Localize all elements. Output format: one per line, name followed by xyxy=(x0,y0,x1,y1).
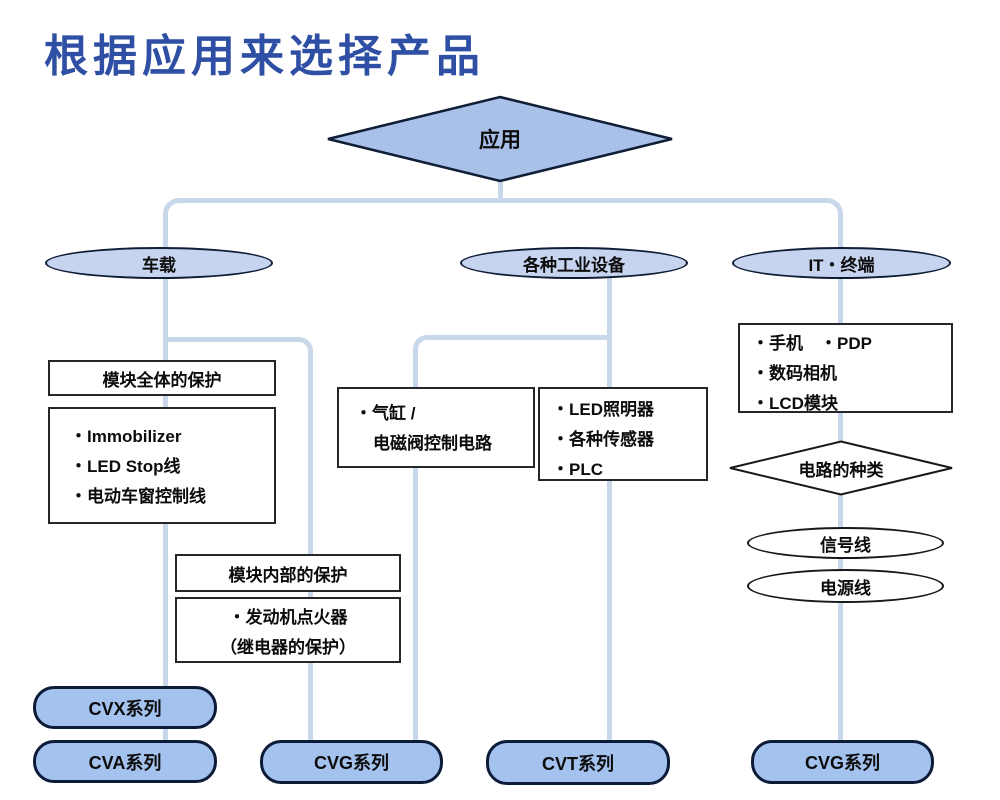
list-item: ・LCD模块 xyxy=(752,394,838,413)
list-item: ・电动车窗控制线 xyxy=(70,487,206,506)
list-item: ・手机 ・PDP xyxy=(752,334,872,353)
list-item: ・发动机点火器 xyxy=(228,608,348,627)
node-cvt-series-label: CVT系列 xyxy=(542,753,614,774)
node-cvg-series-left-label: CVG系列 xyxy=(313,753,389,773)
list-item: ・数码相机 xyxy=(752,364,837,383)
node-circuit-type-label: 电路的种类 xyxy=(798,460,884,480)
node-circuit-type-diamond: 电路的种类 xyxy=(728,440,954,496)
node-it-terminal-ellipse: IT・终端 xyxy=(732,247,951,279)
list-item: ・LED Stop线 xyxy=(70,457,181,476)
node-vehicle-label: 车载 xyxy=(142,255,176,275)
box-it-devices: ・手机 ・PDP ・数码相机 ・LCD模块 xyxy=(738,323,953,413)
box-module-internal-protection: 模块内部的保护 xyxy=(175,554,401,592)
box-module-internal-protection-label: 模块内部的保护 xyxy=(228,565,348,585)
node-cvx-series-label: CVX系列 xyxy=(88,698,162,719)
node-industrial-ellipse: 各种工业设备 xyxy=(460,247,688,279)
node-cva-series: CVA系列 xyxy=(33,740,217,783)
box-module-overall-protection: 模块全体的保护 xyxy=(48,360,276,396)
node-signal-line-label: 信号线 xyxy=(820,535,871,555)
node-it-terminal-label: IT・终端 xyxy=(808,255,875,275)
box-industrial-devices: ・LED照明器 ・各种传感器 ・PLC xyxy=(538,387,708,481)
connector-industrial-vertical-line xyxy=(607,277,612,744)
node-signal-line-ellipse: 信号线 xyxy=(747,527,944,559)
list-item: 电磁阀控制电路 xyxy=(373,434,492,453)
node-cvt-series: CVT系列 xyxy=(486,740,670,785)
node-power-line-label: 电源线 xyxy=(820,578,871,598)
node-cva-series-label: CVA系列 xyxy=(88,752,162,773)
page-title: 根据应用来选择产品 xyxy=(44,32,485,81)
node-industrial-label: 各种工业设备 xyxy=(523,255,625,275)
box-engine-igniter: ・发动机点火器 （继电器的保护） xyxy=(175,597,401,663)
connector-root-stub xyxy=(498,180,503,202)
box-vehicle-applications: ・Immobilizer ・LED Stop线 ・电动车窗控制线 xyxy=(48,407,276,524)
node-cvg-series-left: CVG系列 xyxy=(260,740,443,784)
list-item: ・PLC xyxy=(552,460,603,479)
list-item: （继电器的保护） xyxy=(220,638,356,657)
node-cvg-series-right: CVG系列 xyxy=(751,740,934,784)
diamond-shape xyxy=(327,95,673,183)
list-item: ・气缸 / xyxy=(355,404,416,423)
list-item: ・Immobilizer xyxy=(70,427,182,446)
node-power-line-ellipse: 电源线 xyxy=(747,569,944,603)
node-cvx-series: CVX系列 xyxy=(33,686,217,729)
list-item: ・LED照明器 xyxy=(552,400,654,419)
box-cylinder-solenoid-circuit: ・气缸 / 电磁阀控制电路 xyxy=(337,387,535,468)
connector-vehicle-branch-line xyxy=(163,337,313,744)
list-item: ・各种传感器 xyxy=(552,430,654,449)
node-application-diamond: 应用 xyxy=(325,95,675,183)
node-cvg-series-right-label: CVG系列 xyxy=(804,753,880,773)
node-application-label: 应用 xyxy=(479,129,521,152)
diamond-shape xyxy=(729,440,953,496)
box-module-overall-protection-label: 模块全体的保护 xyxy=(102,370,222,390)
node-vehicle-ellipse: 车载 xyxy=(45,247,273,279)
connector-industrial-branch-line xyxy=(413,335,612,744)
